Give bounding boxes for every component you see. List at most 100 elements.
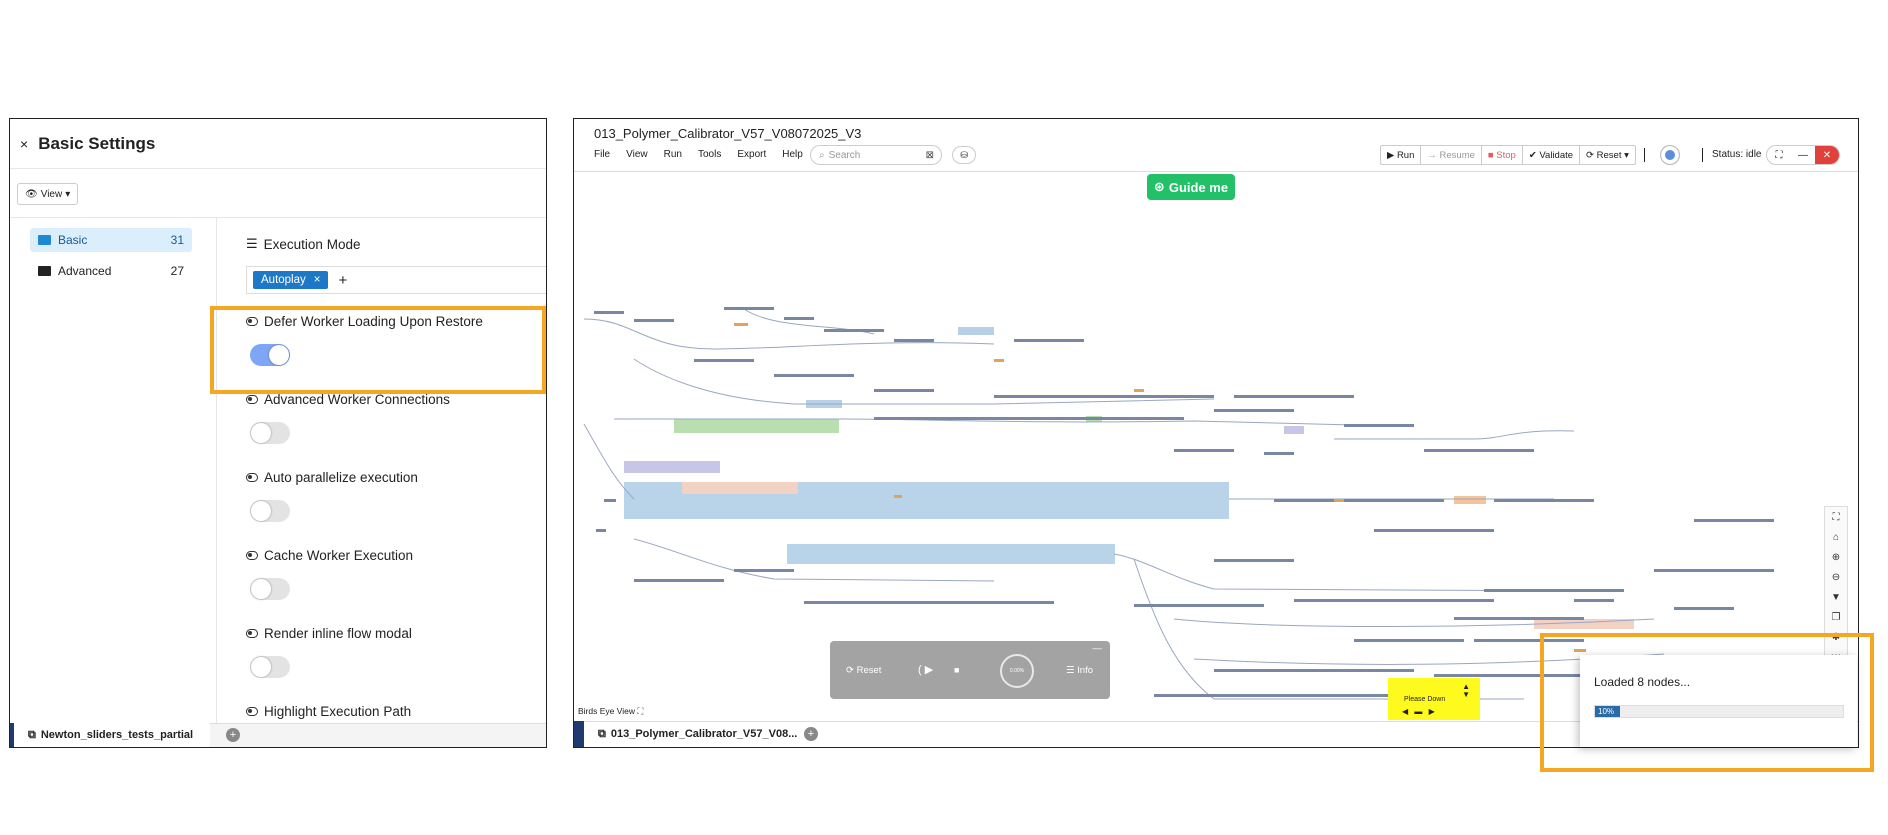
render-inline-flow-modal-toggle[interactable] — [250, 656, 290, 678]
flow-editor-window: 013_Polymer_Calibrator_V57_V08072025_V3 … — [573, 118, 1859, 748]
folder-icon — [38, 266, 51, 276]
toggle-icon — [246, 629, 258, 638]
advanced-worker-connections-toggle[interactable] — [250, 422, 290, 444]
execution-mode-label: ☰ Execution Mode — [246, 236, 360, 252]
highlight-frame — [210, 306, 546, 394]
eye-icon: 👁 — [25, 188, 38, 200]
settings-panel: × Basic Settings 👁 View ▾ Basic 31 Advan… — [9, 118, 547, 748]
minimize-icon[interactable]: — — [1798, 149, 1808, 161]
tab-bar: ⧉ Newton_sliders_tests_partial + — [10, 723, 546, 747]
filter-icon[interactable]: ▼ — [1831, 591, 1841, 603]
flow-graph-canvas[interactable] — [574, 199, 1859, 709]
home-icon[interactable]: ⌂ — [1832, 531, 1840, 543]
setting-highlight-execution-path: Highlight Execution Path — [246, 704, 411, 719]
divider — [216, 217, 217, 723]
category-advanced[interactable]: Advanced 27 — [30, 259, 192, 283]
loading-message: Loaded 8 nodes... — [1594, 675, 1691, 689]
add-mode-button[interactable]: + — [338, 271, 348, 289]
view-button-label: View — [40, 188, 63, 200]
search-placeholder: Search — [828, 149, 861, 161]
lifebuoy-icon: ⊛ — [1153, 179, 1165, 194]
up-down-arrows-icon[interactable]: ▲▼ — [1462, 682, 1470, 699]
setting-label: Highlight Execution Path — [264, 704, 412, 719]
tab-label: Newton_sliders_tests_partial — [40, 729, 194, 741]
pan-control-widget: Please Down ▲▼ ◀ ▬ ▶ — [1388, 678, 1480, 720]
validate-button[interactable]: ✔ Validate — [1523, 146, 1581, 164]
highlight-frame — [1540, 633, 1874, 772]
setting-render-inline-flow-modal: Render inline flow modal — [246, 626, 412, 641]
minimize-icon[interactable]: — — [1092, 643, 1103, 654]
menu-bar: File View Run Tools Export Help — [594, 149, 819, 160]
zoom-out-icon[interactable]: ⊖ — [1831, 571, 1841, 583]
graph-node-badges — [734, 323, 1586, 652]
setting-label: Cache Worker Execution — [264, 548, 414, 563]
play-icon[interactable]: ( ▶ — [918, 664, 934, 676]
stop-button[interactable]: ■ Stop — [1482, 146, 1523, 164]
add-tab-button[interactable]: + — [226, 728, 240, 742]
menu-run[interactable]: Run — [663, 149, 682, 160]
category-count: 27 — [170, 264, 184, 278]
close-icon[interactable]: × — [20, 135, 29, 152]
status-text: Status: idle — [1712, 149, 1762, 160]
auto-parallelize-toggle[interactable] — [250, 500, 290, 522]
setting-label: Advanced Worker Connections — [264, 392, 450, 407]
graph-nodes — [594, 307, 1774, 697]
editor-title: 013_Polymer_Calibrator_V57_V08072025_V3 — [594, 126, 862, 141]
database-icon[interactable]: ⛁ — [952, 146, 976, 164]
menu-file[interactable]: File — [594, 149, 611, 160]
menu-view[interactable]: View — [626, 149, 648, 160]
loading-popup: Loaded 8 nodes... 10% — [1580, 655, 1857, 747]
toggle-icon — [246, 395, 258, 404]
setting-cache-worker-execution: Cache Worker Execution — [246, 548, 413, 563]
fit-view-icon[interactable]: ⛶ — [1832, 511, 1840, 523]
reset-dropdown-button[interactable]: ⟳ Reset ▾ — [1586, 149, 1629, 161]
left-right-arrows-icon[interactable]: ◀ ▬ ▶ — [1402, 707, 1437, 716]
tab-label: 013_Polymer_Calibrator_V57_V08... — [610, 728, 798, 740]
menu-tools[interactable]: Tools — [697, 149, 722, 160]
clear-search-icon[interactable]: ⊠ — [925, 149, 934, 161]
stop-icon[interactable]: ■ — [954, 665, 960, 675]
execution-mode-field[interactable]: Autoplay × + — [246, 266, 546, 294]
tab-polymer-calibrator[interactable]: ⧉ 013_Polymer_Calibrator_V57_V08... — [574, 721, 797, 747]
search-input[interactable]: ⌕ Search ⊠ — [810, 145, 942, 165]
birds-eye-view-toggle[interactable]: Birds Eye View ⛶ — [578, 706, 644, 716]
settings-icon[interactable]: ✱ — [1831, 631, 1841, 643]
loading-progress-fill: 10% — [1595, 706, 1620, 717]
cache-worker-execution-toggle[interactable] — [250, 578, 290, 600]
toggle-icon — [246, 707, 258, 716]
category-basic[interactable]: Basic 31 — [30, 228, 192, 252]
tab-newton-sliders[interactable]: ⧉ Newton_sliders_tests_partial — [10, 723, 210, 747]
playback-controls: ⟳ Reset ( ▶ ■ 0.00% ☰ Info — — [830, 641, 1110, 699]
menu-help[interactable]: Help — [782, 149, 803, 160]
toggle-icon — [246, 473, 258, 482]
player-reset-button[interactable]: ⟳ Reset — [846, 665, 882, 676]
toggle-icon — [246, 317, 258, 326]
graph-group-blocks — [624, 327, 1634, 629]
flow-icon: ⧉ — [28, 728, 36, 741]
resume-button[interactable]: → Resume — [1421, 146, 1482, 164]
menu-export[interactable]: Export — [737, 149, 767, 160]
defer-worker-loading-toggle[interactable] — [250, 344, 290, 366]
layers-icon[interactable]: ❐ — [1831, 611, 1841, 623]
view-dropdown-button[interactable]: 👁 View ▾ — [17, 183, 79, 205]
run-toolbar: ▶ Run → Resume ■ Stop ✔ Validate ⟳ Reset… — [1380, 145, 1636, 165]
category-label: Basic — [58, 233, 88, 247]
setting-defer-worker-loading: Defer Worker Loading Upon Restore — [246, 314, 483, 329]
user-icon[interactable] — [1660, 145, 1680, 165]
loading-progress-bar: 10% — [1594, 705, 1844, 718]
settings-header: × Basic Settings — [10, 119, 546, 169]
run-button[interactable]: ▶ Run — [1381, 146, 1422, 164]
setting-label: Render inline flow modal — [264, 626, 412, 641]
chip-remove-icon[interactable]: × — [313, 274, 321, 286]
guide-me-button[interactable]: ⊛ Guide me — [1147, 174, 1235, 200]
flow-icon: ⧉ — [598, 727, 606, 740]
player-info-button[interactable]: ☰ Info — [1066, 665, 1094, 676]
zoom-in-icon[interactable]: ⊕ — [1831, 551, 1841, 563]
add-tab-button[interactable]: + — [804, 727, 818, 741]
pan-label: Please Down — [1404, 696, 1446, 703]
fullscreen-icon[interactable]: ⛶ — [1775, 149, 1783, 161]
setting-auto-parallelize: Auto parallelize execution — [246, 470, 418, 485]
close-icon[interactable]: ✕ — [1815, 146, 1839, 164]
autoplay-chip: Autoplay × — [253, 271, 329, 289]
category-count: 31 — [170, 233, 184, 247]
